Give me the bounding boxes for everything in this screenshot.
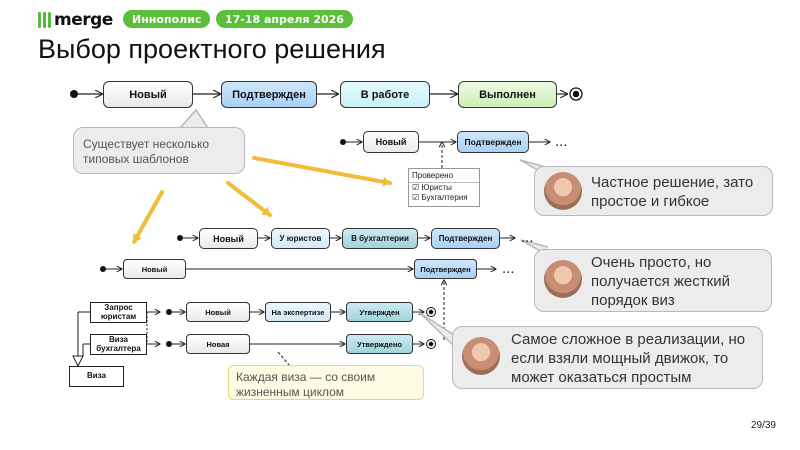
comment-1-text: Частное решение, зато простое и гибкое (591, 174, 754, 210)
variant1-connectors (340, 139, 550, 168)
checked-note: Проверено ☑ Юристы ☑ Бухгалтерия (408, 168, 480, 207)
comment-2-text: Очень просто, но получается жесткий поря… (591, 254, 730, 309)
v2-state-lawyers: У юристов (271, 228, 330, 249)
templates-callout-text: Существует несколько типовых шаблонов (83, 137, 210, 166)
speaker-avatar-icon (544, 172, 582, 210)
variant3-connectors (72, 266, 496, 368)
v3-state-confirmed: Подтвержден (414, 259, 477, 279)
checklist-item: ☑ Бухгалтерия (412, 193, 468, 202)
variant2-connectors (177, 235, 515, 241)
v2-ellipsis: ... (521, 229, 534, 246)
activity-visa: Виза (69, 366, 124, 387)
state-done: Выполнен (458, 81, 557, 108)
checkbox-icon: ☑ (412, 183, 420, 192)
comment-3: Самое сложное в реализации, но если взял… (452, 326, 763, 389)
merge-logo-icon (38, 12, 52, 28)
comment-3-text: Самое сложное в реализации, но если взял… (511, 331, 746, 386)
comment-1: Частное решение, зато простое и гибкое (534, 166, 773, 216)
visa1-state-expertise: На экспертизе (265, 302, 331, 322)
top-flow-connectors (70, 87, 583, 101)
visa1-state-approved: Утвержден (346, 302, 413, 322)
speaker-avatar-icon (462, 337, 500, 375)
merge-logo: merge (38, 10, 113, 30)
date-badge: 17-18 апреля 2026 (216, 10, 353, 28)
v2-state-confirmed: Подтвержден (431, 228, 500, 249)
page-number: 29/39 (750, 420, 776, 431)
state-in-progress: В работе (340, 81, 430, 108)
v3-state-new: Новый (123, 259, 186, 279)
visa2-state-new: Новая (186, 334, 250, 354)
v2-state-new: Новый (199, 228, 258, 249)
checklist-title: Проверено (409, 169, 479, 183)
state-new: Новый (103, 81, 193, 108)
visa1-state-new: Новый (186, 302, 250, 322)
comment-2: Очень просто, но получается жесткий поря… (534, 249, 772, 312)
checkbox-icon: ☑ (412, 193, 420, 202)
visa2-state-approved: Утверждено (346, 334, 413, 354)
speaker-avatar-icon (544, 260, 582, 298)
orange-pointer-arrows (132, 156, 392, 244)
v1-ellipsis: ... (555, 133, 568, 150)
templates-callout: Существует несколько типовых шаблонов (73, 127, 245, 174)
state-confirmed: Подтвержден (221, 81, 317, 108)
v3-ellipsis: ... (502, 260, 515, 277)
logo-text: merge (54, 10, 113, 30)
city-badge: Иннополис (123, 10, 211, 28)
visa-lifecycle-note: Каждая виза — со своим жизненным циклом (228, 365, 424, 400)
callout-tails (179, 108, 550, 351)
v2-state-accounting: В бухгалтерии (342, 228, 418, 249)
slide-title: Выбор проектного решения (38, 34, 386, 64)
activity-accountant-visa: Виза бухгалтера (90, 334, 147, 355)
activity-request-lawyers: Запрос юристам (90, 302, 147, 323)
v1-state-confirmed: Подтвержден (457, 131, 529, 153)
checklist-item: ☑ Юристы (412, 183, 452, 192)
v1-state-new: Новый (363, 131, 419, 153)
